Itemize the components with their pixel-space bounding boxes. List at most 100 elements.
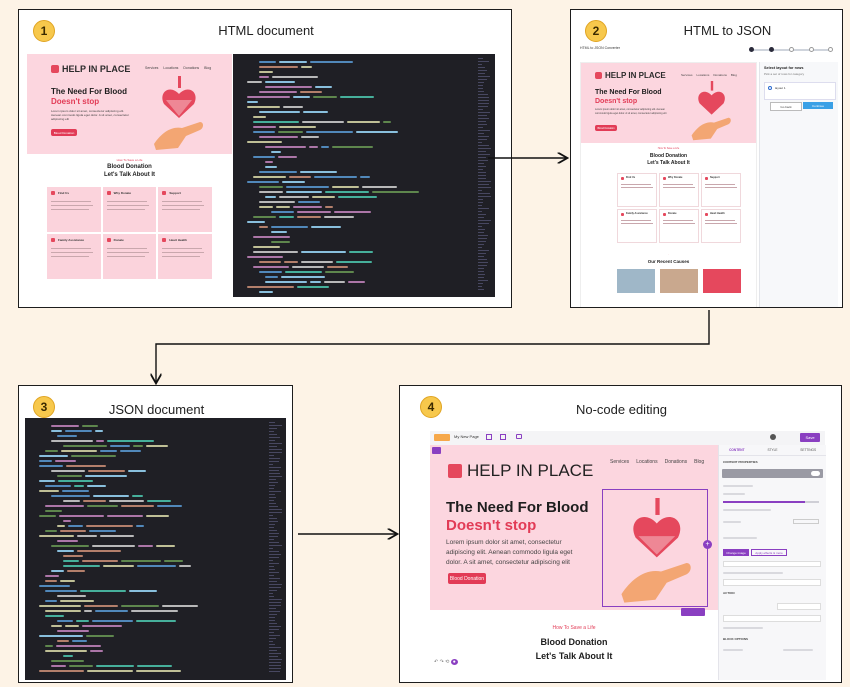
hero-button[interactable]: Blood Donation <box>51 129 77 136</box>
page-name[interactable]: My New Page <box>454 434 479 439</box>
link-select[interactable] <box>777 603 821 610</box>
card[interactable]: Heart Health <box>158 234 212 279</box>
minimap-line <box>478 154 490 155</box>
nav-item[interactable]: Blog <box>730 73 737 77</box>
hero-button[interactable]: Blood Donation <box>595 125 617 131</box>
card[interactable]: Support <box>701 173 741 207</box>
card[interactable]: Find Us <box>47 187 101 232</box>
nav-item[interactable]: Donations <box>183 66 200 70</box>
selected-image-frame[interactable]: + <box>602 489 712 616</box>
code-line <box>247 271 471 273</box>
card[interactable]: Heart Health <box>701 209 741 243</box>
image-url-field[interactable] <box>723 561 821 567</box>
code-line <box>39 510 262 512</box>
minimap-line <box>478 106 488 107</box>
minimap-line <box>269 668 281 669</box>
section-handle[interactable] <box>432 447 441 454</box>
card-icon <box>621 213 624 216</box>
card-title: Heart Health <box>169 238 187 242</box>
minimap-line <box>269 464 273 465</box>
nav-item[interactable]: Donations <box>664 459 688 465</box>
tab-settings[interactable]: SETTINGS <box>800 448 817 452</box>
minimap-line <box>478 223 489 224</box>
step-badge-1: 1 <box>33 20 55 42</box>
nav-item[interactable]: Blog <box>694 459 705 465</box>
add-element-icon[interactable]: + <box>703 540 712 549</box>
code-line <box>247 236 471 238</box>
nav-item[interactable]: Locations <box>636 459 658 465</box>
apply-effects-button[interactable]: Apply effects & more <box>751 549 787 556</box>
hero-headline[interactable]: The Need For Blood <box>446 499 589 516</box>
alt-text-field[interactable] <box>723 579 821 586</box>
pages-icon[interactable] <box>486 434 492 440</box>
width-slider[interactable] <box>723 501 819 503</box>
nav-item[interactable]: Services <box>145 66 159 70</box>
code-line <box>247 241 471 243</box>
card[interactable]: Find Us <box>617 173 657 207</box>
undo-redo-controls[interactable]: ↶ ↷ ⟲ ● <box>434 659 458 665</box>
align-controls[interactable] <box>793 519 819 524</box>
code-line <box>247 261 471 263</box>
nav-item[interactable]: Services <box>610 459 630 465</box>
card[interactable]: Why Donate <box>102 187 157 232</box>
card[interactable]: Donate <box>102 234 157 279</box>
tab-content[interactable]: CONTENT <box>729 448 745 452</box>
code-line <box>39 500 262 502</box>
minimap-line <box>269 554 281 555</box>
url-field[interactable] <box>723 615 821 622</box>
card-icon <box>51 238 55 242</box>
card[interactable]: Support <box>158 187 212 232</box>
continue-button[interactable]: Continue <box>803 102 833 109</box>
image-toolbar[interactable] <box>681 608 705 616</box>
nav-item[interactable]: Locations <box>696 73 710 77</box>
site-nav: Services Locations Donations Blog <box>681 73 737 77</box>
minimap-line <box>269 446 277 447</box>
layout-icon[interactable] <box>500 434 506 440</box>
card[interactable]: Family Assistance <box>617 209 657 243</box>
card[interactable]: Donate <box>659 209 699 243</box>
card-icon <box>106 238 111 242</box>
minimap-line <box>478 187 491 188</box>
progress-stepper <box>749 47 833 52</box>
stepper-dot <box>828 47 833 52</box>
minimap-line <box>269 635 280 636</box>
nav-item[interactable]: Donations <box>713 73 727 77</box>
menu-button[interactable] <box>434 434 450 441</box>
save-button[interactable]: Save <box>800 433 820 442</box>
minimap-line <box>269 608 276 609</box>
minimap-line <box>269 581 277 582</box>
change-image-button[interactable]: Change image <box>723 549 749 556</box>
comment-icon[interactable] <box>516 434 522 439</box>
toggle-switch[interactable] <box>811 471 820 476</box>
back-button[interactable]: Go back <box>770 102 802 111</box>
tab-style[interactable]: STYLE <box>767 448 778 452</box>
help-icon[interactable] <box>770 434 776 440</box>
minimap-line <box>269 638 276 639</box>
hero-headline-accent[interactable]: Doesn't stop <box>446 517 537 534</box>
minimap-line <box>478 79 487 80</box>
nav-item[interactable]: Services <box>681 73 693 77</box>
minimap-line <box>269 590 277 591</box>
card[interactable]: Why Donate <box>659 173 699 207</box>
minimap-line <box>478 196 491 197</box>
card[interactable]: Family Assistance <box>47 234 101 279</box>
minimap-line <box>478 130 490 131</box>
minimap-line <box>478 229 485 230</box>
minimap-line <box>269 455 274 456</box>
code-line <box>39 425 262 427</box>
hero-button[interactable]: Blood Donation <box>448 573 486 584</box>
panel-json-document: 3 JSON document <box>18 385 293 683</box>
code-line <box>39 605 262 607</box>
layout-option[interactable]: layout 1 <box>764 82 836 100</box>
hero-body[interactable]: Lorem ipsum dolor sit amet, consectetur … <box>446 539 573 566</box>
code-line <box>247 71 471 73</box>
editor-canvas: HELP IN PLACE Services Locations Donatio… <box>430 445 718 680</box>
minimap-line <box>478 67 485 68</box>
minimap-line <box>478 97 489 98</box>
minimap-line <box>269 671 280 672</box>
section-kicker: How To Save a Life <box>552 625 596 631</box>
toggle-row[interactable] <box>722 469 823 478</box>
nav-item[interactable]: Locations <box>163 66 179 70</box>
hero-section[interactable]: HELP IN PLACE Services Locations Donatio… <box>430 445 718 616</box>
nav-item[interactable]: Blog <box>204 66 212 70</box>
